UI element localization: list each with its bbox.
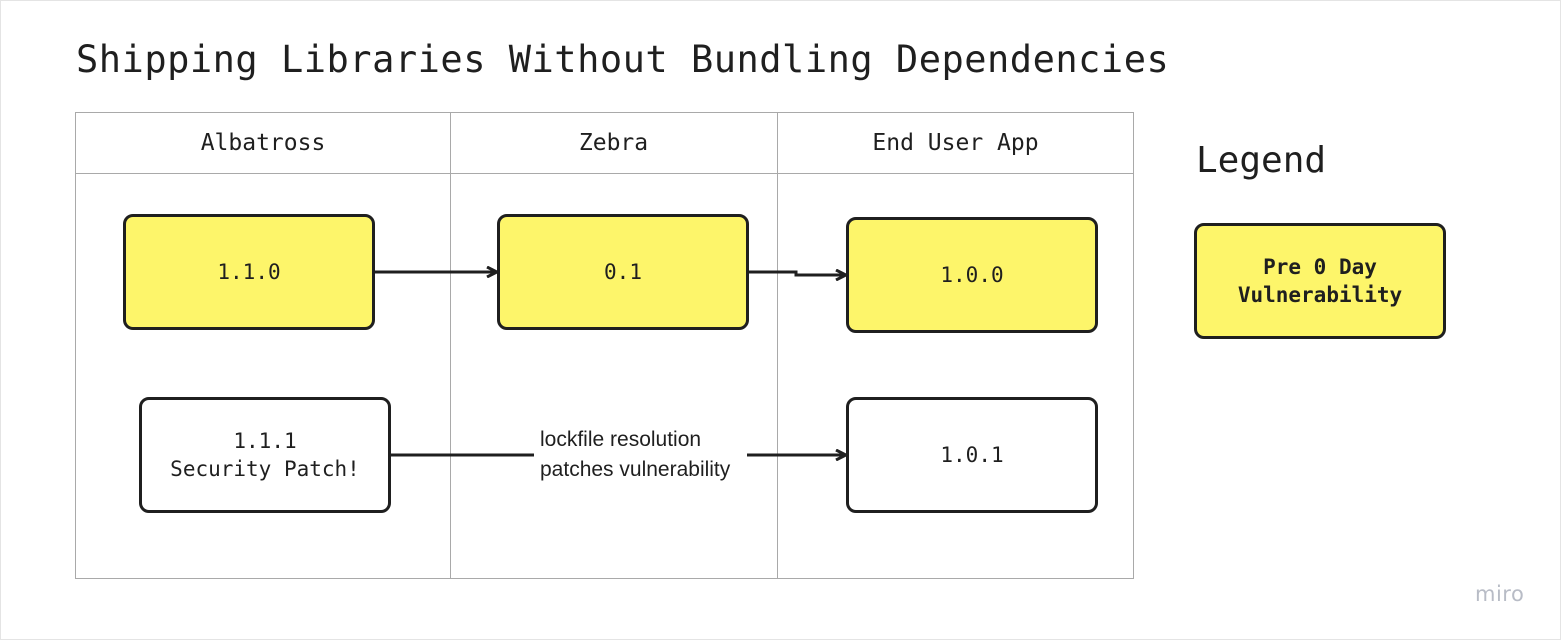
node-albatross-1-1-0[interactable]: 1.1.0 bbox=[123, 214, 375, 330]
lane-header-divider bbox=[76, 173, 1133, 174]
legend-title: Legend bbox=[1196, 140, 1327, 181]
miro-logo: miro bbox=[1475, 582, 1525, 606]
lane-title-end-user-app: End User App bbox=[872, 130, 1039, 156]
legend-item-pre-0-day-vulnerability[interactable]: Pre 0 Day Vulnerability bbox=[1194, 223, 1446, 339]
node-zebra-0-1[interactable]: 0.1 bbox=[497, 214, 749, 330]
swimlane-table: Albatross Zebra End User App bbox=[75, 112, 1134, 579]
node-albatross-1-1-1-security-patch[interactable]: 1.1.1 Security Patch! bbox=[139, 397, 391, 513]
lane-divider bbox=[450, 113, 451, 578]
node-app-1-0-1[interactable]: 1.0.1 bbox=[846, 397, 1098, 513]
edge-label-lockfile-resolution: lockfile resolution patches vulnerabilit… bbox=[534, 425, 737, 485]
node-app-1-0-0[interactable]: 1.0.0 bbox=[846, 217, 1098, 333]
lane-title-zebra: Zebra bbox=[578, 130, 649, 156]
edge-zebra-to-app bbox=[749, 272, 845, 275]
diagram-title: Shipping Libraries Without Bundling Depe… bbox=[76, 38, 1170, 81]
lane-title-albatross: Albatross bbox=[200, 130, 326, 156]
lane-divider bbox=[777, 113, 778, 578]
